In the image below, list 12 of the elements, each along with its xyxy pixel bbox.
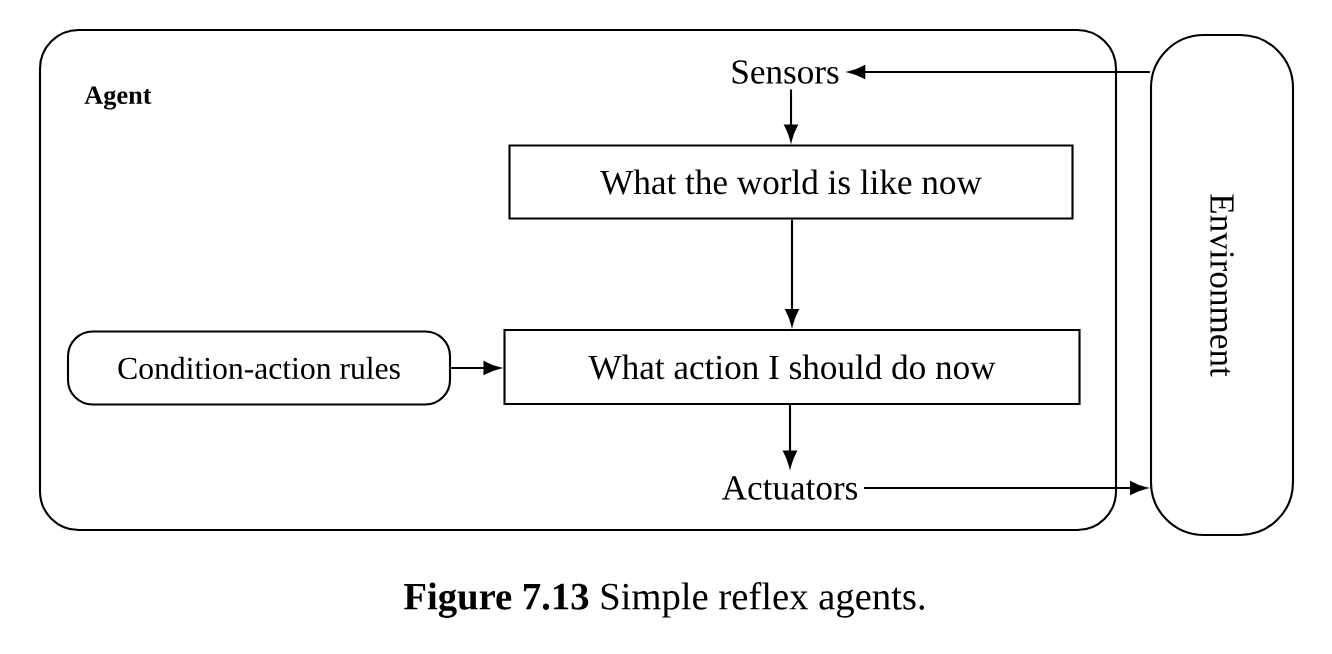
arrow bbox=[785, 219, 799, 326]
arrow bbox=[863, 481, 1147, 495]
caption: Figure 7.13 Simple reflex agents. bbox=[404, 582, 925, 618]
arrow bbox=[451, 361, 501, 375]
environment-box: Environment bbox=[1149, 33, 1295, 537]
label-text: Sensors bbox=[732, 60, 839, 84]
arrow bbox=[848, 65, 1150, 79]
process-box: What action I should do now bbox=[503, 328, 1081, 406]
process-box: What the world is like now bbox=[508, 144, 1074, 220]
arrow bbox=[783, 405, 797, 468]
arrow bbox=[784, 89, 798, 142]
label-text: Actuators bbox=[722, 476, 858, 500]
